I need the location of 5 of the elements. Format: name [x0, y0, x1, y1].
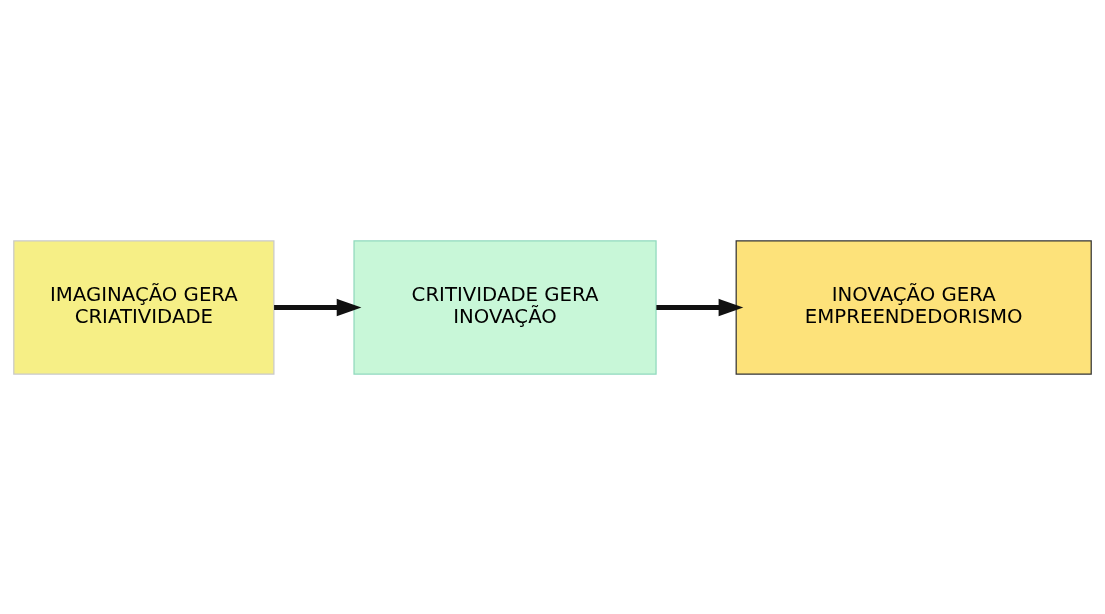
arrow	[274, 298, 362, 316]
arrow	[656, 298, 744, 316]
node-box: CRITIVIDADE GERA INOVAÇÃO	[353, 239, 657, 375]
node-box: INOVAÇÃO GERA EMPREENDEDORISMO	[735, 239, 1092, 375]
node-box: IMAGINAÇÃO GERA CRIATIVIDADE	[13, 239, 275, 375]
